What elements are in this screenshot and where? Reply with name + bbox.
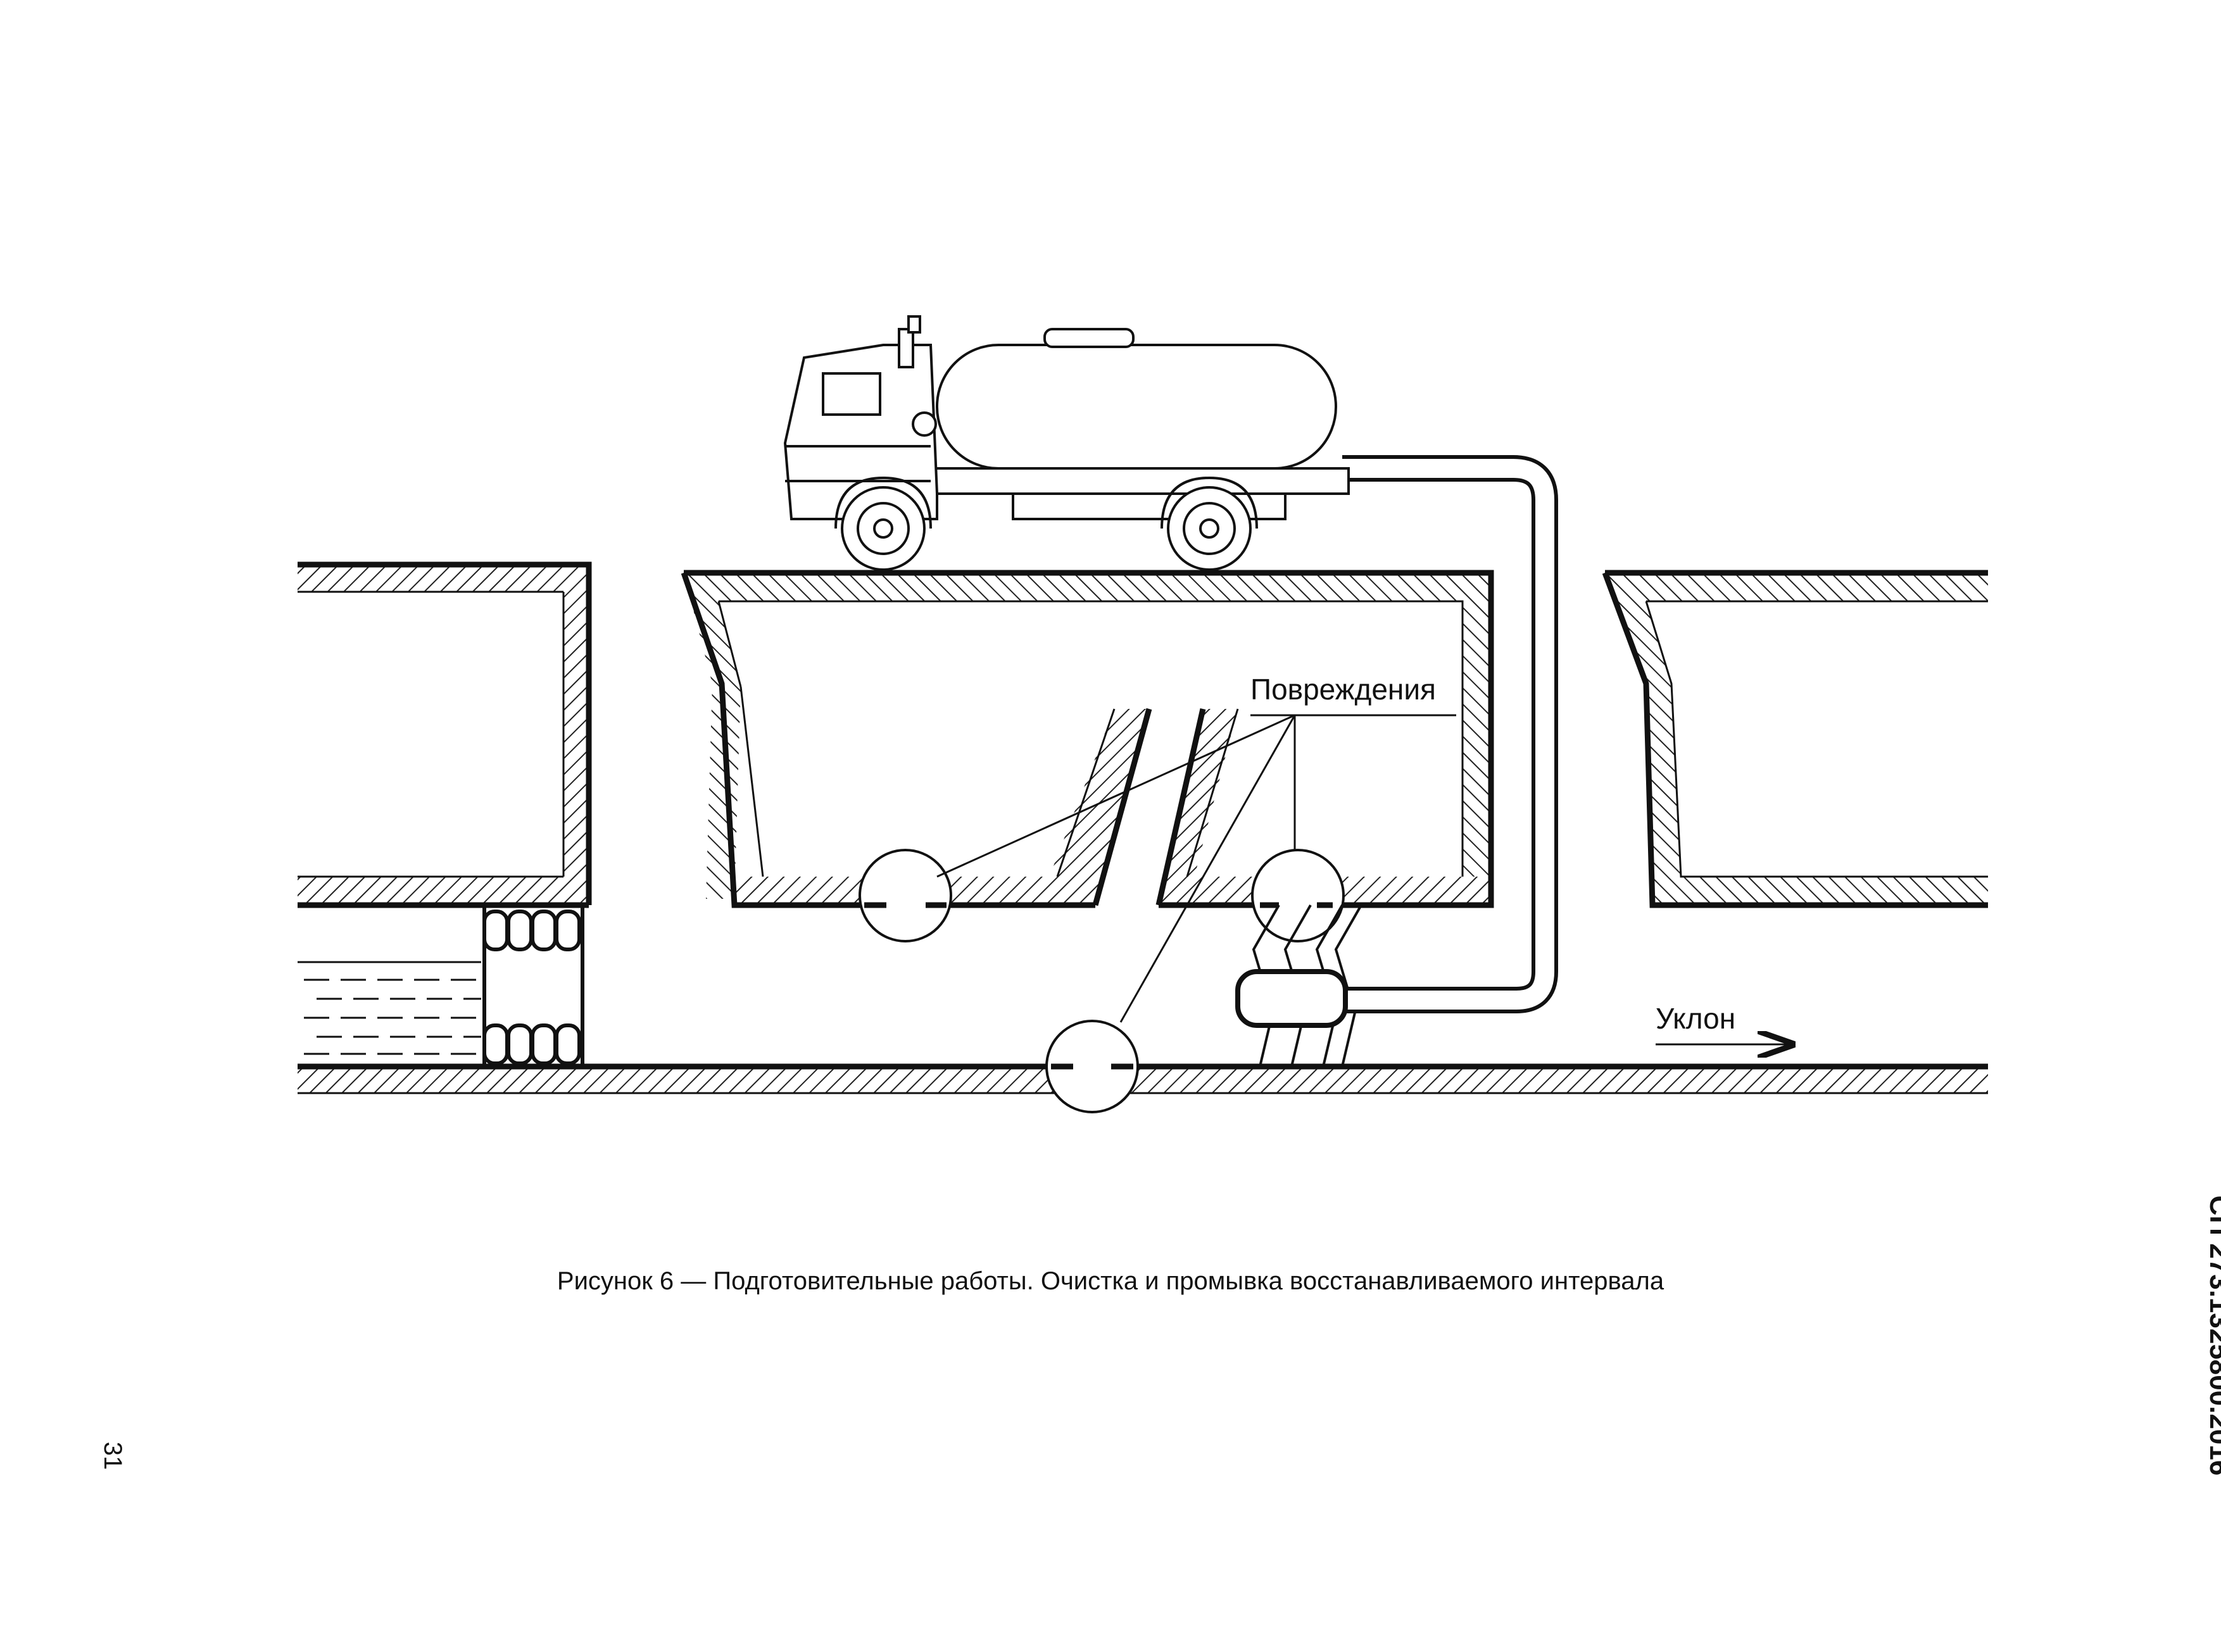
tanker-truck	[783, 315, 1350, 571]
cleaning-nozzle	[1235, 969, 1348, 1028]
page-number: 31	[99, 1441, 127, 1470]
bottom-pipe	[298, 1063, 1988, 1094]
damage-leader-lines	[936, 714, 1456, 1023]
right-pipe-segment	[1602, 570, 1988, 908]
hose	[1336, 455, 1558, 1013]
document-code: СП 273.1325800.2016	[2204, 1195, 2221, 1476]
damage-marks	[859, 849, 1345, 1113]
damage-label: Повреждения	[1250, 673, 1436, 706]
damage-circle-3	[1045, 1020, 1139, 1113]
slope-label: Уклон	[1656, 1002, 1735, 1035]
pipe-plug	[482, 905, 584, 1067]
water-fill	[298, 961, 481, 1055]
damage-circle-1	[859, 849, 952, 942]
damage-circle-2	[1251, 849, 1345, 942]
pipeline-cleaning-diagram: Повреждения Уклон	[298, 315, 1988, 1113]
figure-caption: Рисунок 6 — Подготовительные работы. Очи…	[557, 1267, 1664, 1295]
center-pipe-segment	[681, 570, 1494, 908]
left-pipe-segment	[298, 561, 592, 908]
